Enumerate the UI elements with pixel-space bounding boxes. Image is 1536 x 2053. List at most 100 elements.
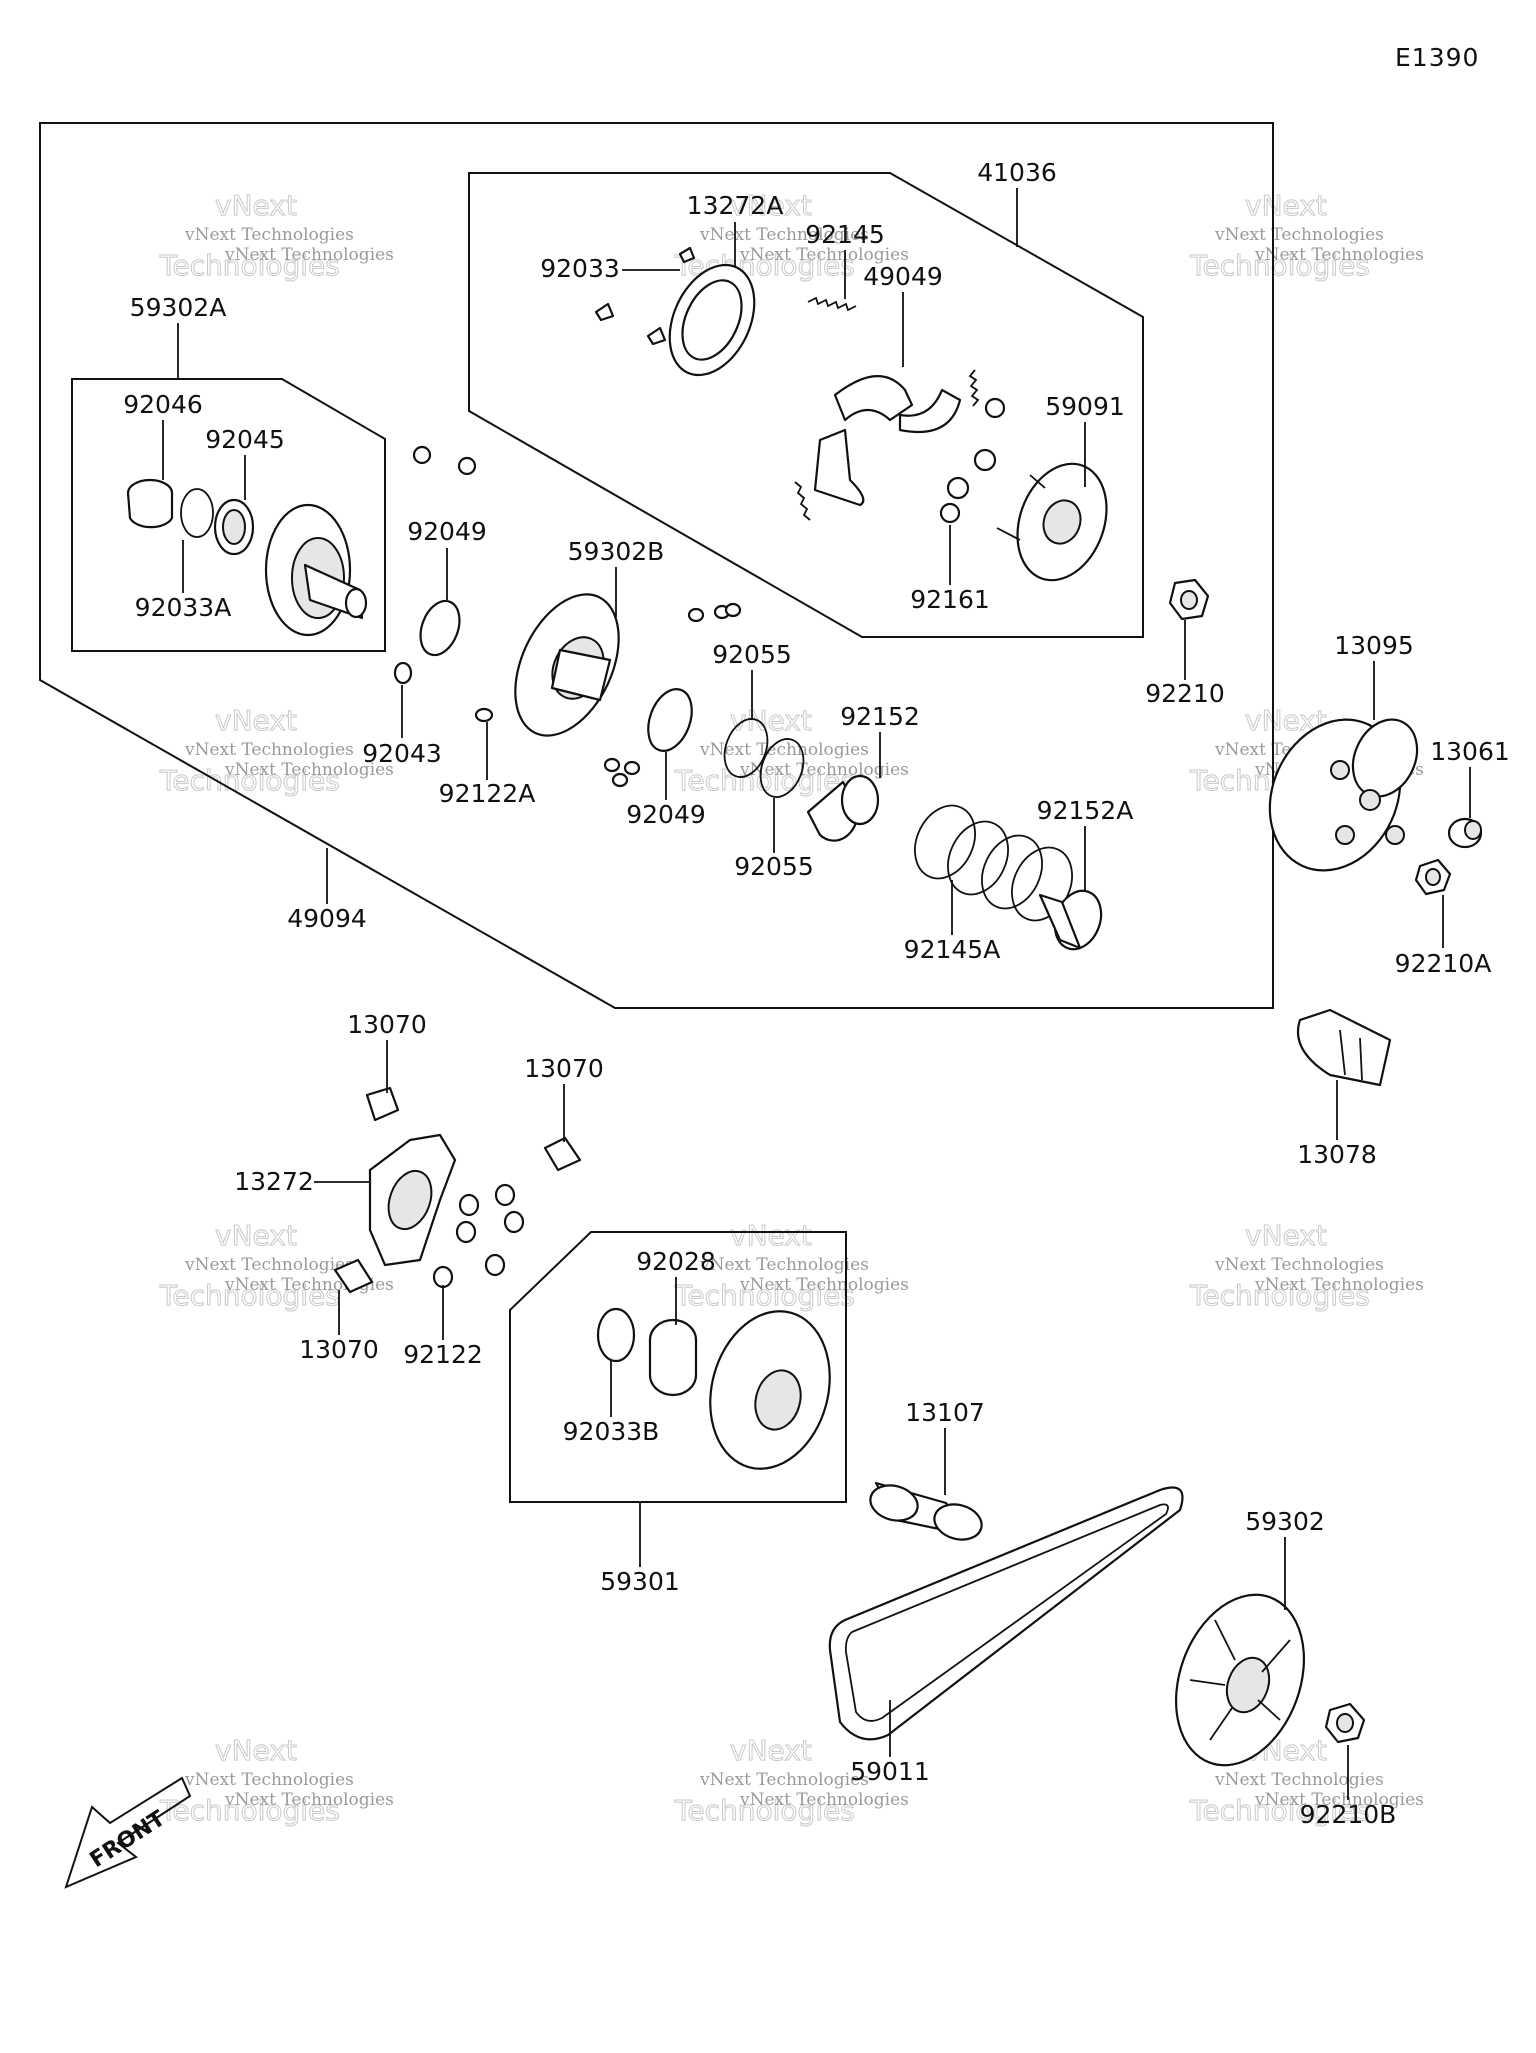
part-label-92152a[interactable]: 92152A <box>1037 796 1134 825</box>
clip-92033 <box>594 246 696 346</box>
part-label-92145a[interactable]: 92145A <box>904 935 1001 964</box>
svg-text:vNext Technologies: vNext Technologies <box>739 760 909 780</box>
frame-59301 <box>509 1231 847 1503</box>
part-label-92055[interactable]: 92055 <box>734 852 814 881</box>
part-label-49094[interactable]: 49094 <box>287 904 367 933</box>
part-label-13107[interactable]: 13107 <box>905 1398 985 1427</box>
watermark: vNext vNext Technologies Technologies vN… <box>1189 189 1424 283</box>
part-label-92033b[interactable]: 92033B <box>563 1417 660 1446</box>
housing-13095 <box>1268 718 1419 872</box>
svg-text:vNext Technologies: vNext Technologies <box>739 1275 909 1295</box>
watermark: vNext vNext Technologies Technologies vN… <box>674 1734 909 1828</box>
cup-13078 <box>1296 1008 1392 1087</box>
svg-text:vNext Technologies: vNext Technologies <box>1254 1790 1424 1810</box>
svg-text:Technologies: Technologies <box>159 1794 340 1827</box>
svg-text:vNext Technologies: vNext Technologies <box>1214 1255 1384 1275</box>
svg-text:vNext Technologies: vNext Technologies <box>184 225 354 245</box>
frame-41036 <box>468 172 1144 638</box>
part-label-13078[interactable]: 13078 <box>1297 1140 1377 1169</box>
slider-13070-b <box>543 1136 582 1172</box>
part-label-13272a[interactable]: 13272A <box>687 191 784 220</box>
collar-92152 <box>806 774 880 842</box>
part-label-92210b[interactable]: 92210B <box>1300 1800 1397 1829</box>
part-label-92161[interactable]: 92161 <box>910 585 990 614</box>
orings-92055 <box>723 718 805 798</box>
part-label-92049[interactable]: 92049 <box>626 800 706 829</box>
part-label-41036[interactable]: 41036 <box>977 158 1057 187</box>
part-labels: 41036 13272A 92145 92033 49049 59091 92161 5930… <box>123 158 1510 1829</box>
svg-text:vNext Technologies: vNext Technologies <box>1214 1770 1384 1790</box>
part-label-13272[interactable]: 13272 <box>234 1167 314 1196</box>
svg-text:Technologies: Technologies <box>159 1279 340 1312</box>
pins-92043 <box>393 445 477 685</box>
part-label-92122[interactable]: 92122 <box>403 1340 483 1369</box>
part-label-92145[interactable]: 92145 <box>805 220 885 249</box>
svg-text:Technologies: Technologies <box>159 249 340 282</box>
part-label-13061[interactable]: 13061 <box>1430 737 1510 766</box>
part-label-92033a[interactable]: 92033A <box>135 593 232 622</box>
part-label-59091[interactable]: 59091 <box>1045 392 1125 421</box>
part-label-59302b[interactable]: 59302B <box>568 537 665 566</box>
part-label-92210[interactable]: 92210 <box>1145 679 1225 708</box>
part-label-13070[interactable]: 13070 <box>347 1010 427 1039</box>
part-label-13070[interactable]: 13070 <box>299 1335 379 1364</box>
part-label-92033[interactable]: 92033 <box>540 254 620 283</box>
part-label-92152[interactable]: 92152 <box>840 702 920 731</box>
fan-59302 <box>1174 1593 1306 1767</box>
bushing-92028 <box>648 1318 698 1397</box>
part-label-92046[interactable]: 92046 <box>123 390 203 419</box>
slider-13070-c <box>333 1258 374 1294</box>
oring-92033B <box>596 1307 636 1363</box>
part-label-59302[interactable]: 59302 <box>1245 1507 1325 1536</box>
svg-text:vNext Technologies: vNext Technologies <box>699 740 869 760</box>
svg-text:vNext Technologies: vNext Technologies <box>1214 225 1384 245</box>
svg-text:Technologies: Technologies <box>674 1279 855 1312</box>
svg-text:vNext Technologies: vNext Technologies <box>699 1770 869 1790</box>
svg-text:vNext Technologies: vNext Technologies <box>739 1790 909 1810</box>
svg-text:vNext: vNext <box>730 704 812 737</box>
svg-text:Technologies: Technologies <box>1189 1794 1370 1827</box>
svg-text:vNext: vNext <box>215 704 297 737</box>
nuts-92161 <box>939 397 1006 524</box>
collar-92152A <box>1038 889 1103 951</box>
nut-92210B <box>1324 1702 1366 1744</box>
nut-92210A <box>1414 858 1452 896</box>
part-label-59301[interactable]: 59301 <box>600 1567 680 1596</box>
svg-text:vNext: vNext <box>730 1219 812 1252</box>
sheave-59302B <box>514 593 620 737</box>
part-label-92055[interactable]: 92055 <box>712 640 792 669</box>
part-label-92045[interactable]: 92045 <box>205 425 285 454</box>
part-label-92028[interactable]: 92028 <box>636 1247 716 1276</box>
ring-92049-a <box>419 599 461 657</box>
svg-text:vNext Technologies: vNext Technologies <box>1254 1275 1424 1295</box>
part-label-92122a[interactable]: 92122A <box>439 779 536 808</box>
front-label: FRONT <box>86 1806 170 1873</box>
part-label-13070[interactable]: 13070 <box>524 1054 604 1083</box>
watermark: vNext vNext Technologies Technologies vN… <box>159 1219 394 1313</box>
svg-text:Technologies: Technologies <box>159 764 340 797</box>
part-label-92049[interactable]: 92049 <box>407 517 487 546</box>
pulley-59301 <box>709 1310 831 1470</box>
bushing-13061 <box>1447 817 1483 849</box>
svg-text:vNext Technologies: vNext Technologies <box>184 740 354 760</box>
watermark: vNext vNext Technologies Technologies vN… <box>159 704 394 798</box>
frame-49094 <box>39 122 1274 1009</box>
spring-92145 <box>807 296 857 312</box>
shoe-49049 <box>794 369 980 521</box>
plate-59091 <box>996 462 1108 582</box>
part-label-59011[interactable]: 59011 <box>850 1757 930 1786</box>
part-label-92043[interactable]: 92043 <box>362 739 442 768</box>
part-label-49049[interactable]: 49049 <box>863 262 943 291</box>
part-label-13095[interactable]: 13095 <box>1334 631 1414 660</box>
svg-text:vNext Technologies: vNext Technologies <box>184 1255 354 1275</box>
part-label-59302a[interactable]: 59302A <box>130 293 227 322</box>
nut-92210 <box>1168 578 1210 621</box>
ring-92049-b <box>647 688 693 752</box>
svg-text:vNext: vNext <box>215 189 297 222</box>
bearing-92045 <box>213 498 255 556</box>
plate-13272A <box>668 263 756 377</box>
watermark: vNext vNext Technologies Technologies vN… <box>674 189 909 283</box>
cam-13272 <box>368 1133 457 1267</box>
part-label-92210a[interactable]: 92210A <box>1395 949 1492 978</box>
